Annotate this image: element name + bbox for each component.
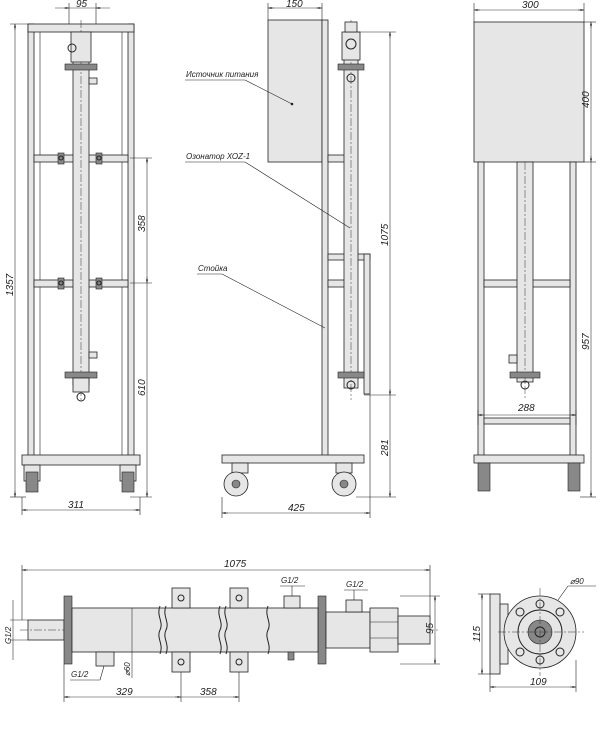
right-wheel-left bbox=[477, 462, 491, 492]
right-view: 300 400 957 bbox=[473, 0, 596, 498]
right-post bbox=[127, 23, 135, 465]
dim-1075: 1075 bbox=[380, 223, 391, 246]
flange-detail: ⌀90 115 109 bbox=[472, 577, 596, 692]
front-view: 95 bbox=[5, 0, 152, 515]
dim-311: 311 bbox=[68, 500, 84, 511]
dim-d90: ⌀90 bbox=[570, 577, 584, 586]
detail-fitting-top-2 bbox=[345, 599, 363, 613]
side-view: 150 Источник питания bbox=[185, 0, 396, 518]
power-supply-box bbox=[267, 19, 323, 163]
flange-plate bbox=[489, 593, 501, 675]
label-g-top-1: G1/2 bbox=[281, 576, 299, 585]
dim-95-detail: 95 bbox=[425, 622, 436, 634]
upper-flange bbox=[64, 63, 98, 71]
dim-358: 358 bbox=[137, 215, 148, 232]
label-g-left: G1/2 bbox=[4, 626, 13, 644]
right-power-box bbox=[473, 21, 585, 163]
label-ozonator: Озонатор ХОZ-1 bbox=[186, 152, 250, 161]
dim-1357: 1357 bbox=[5, 273, 16, 296]
dim-150: 150 bbox=[286, 0, 303, 10]
side-post bbox=[321, 19, 329, 459]
dim-400: 400 bbox=[581, 91, 592, 108]
dim-d60: ⌀60 bbox=[123, 662, 132, 676]
dim-358-detail: 358 bbox=[200, 687, 217, 698]
detail-fitting-top-1 bbox=[283, 595, 301, 609]
dim-425: 425 bbox=[288, 503, 305, 514]
dim-281: 281 bbox=[380, 439, 391, 457]
dim-957: 957 bbox=[581, 333, 592, 350]
dim-95: 95 bbox=[76, 0, 88, 10]
base-frame bbox=[21, 454, 141, 466]
label-g-bottom: G1/2 bbox=[71, 670, 89, 679]
label-stand: Стойка bbox=[198, 264, 228, 273]
detail-fitting-bottom bbox=[95, 651, 115, 667]
right-wheel-right bbox=[567, 462, 581, 492]
ozonator-detail: 1075 bbox=[4, 559, 440, 702]
dim-610: 610 bbox=[137, 379, 148, 396]
wheel-left bbox=[25, 471, 39, 493]
dim-1075-detail: 1075 bbox=[224, 559, 247, 570]
dim-300: 300 bbox=[522, 0, 539, 11]
dim-109: 109 bbox=[530, 677, 547, 688]
detail-tube-body bbox=[71, 607, 319, 653]
side-base bbox=[221, 454, 365, 464]
wheel-right bbox=[121, 471, 135, 493]
right-base bbox=[473, 454, 585, 464]
detail-flange-right bbox=[317, 595, 327, 665]
detail-nut bbox=[369, 607, 399, 653]
lower-flange bbox=[64, 371, 98, 379]
dim-329: 329 bbox=[116, 687, 133, 698]
dim-288: 288 bbox=[517, 403, 535, 414]
detail-flange-left bbox=[63, 595, 73, 665]
label-power-supply: Источник питания bbox=[186, 70, 259, 79]
left-post bbox=[27, 23, 35, 465]
dim-115: 115 bbox=[472, 626, 483, 642]
label-g-top-2: G1/2 bbox=[346, 580, 364, 589]
